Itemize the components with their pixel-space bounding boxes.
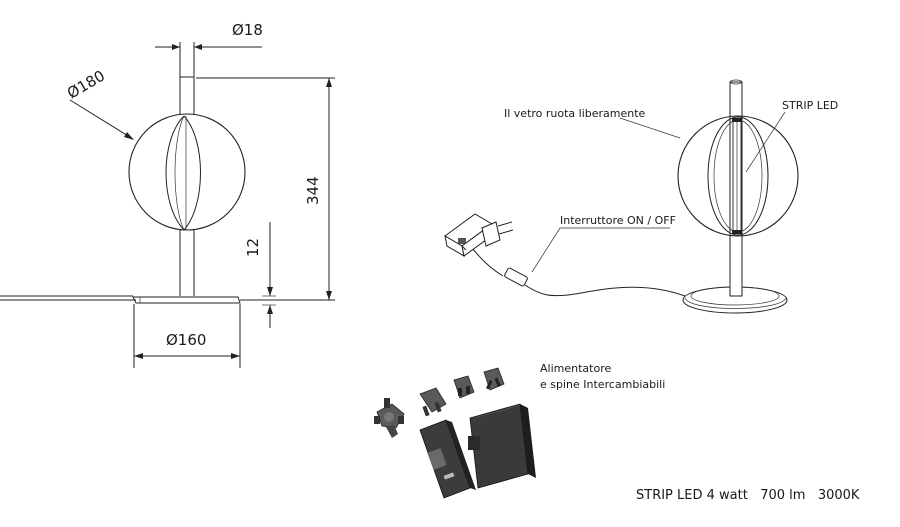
dimension-lines <box>69 44 335 368</box>
eu-plug-icon <box>419 387 447 417</box>
power-adapter-icon <box>419 419 476 499</box>
uk-plug-icon <box>374 398 405 438</box>
sphere-diameter-label: Ø180 <box>64 67 108 103</box>
power-supply-label-line1: Alimentatore <box>540 362 611 375</box>
au-plug-icon <box>483 367 505 391</box>
front-elevation-view <box>0 42 246 304</box>
led-spec-text: STRIP LED 4 watt 700 lm 3000K <box>636 488 860 503</box>
base-height-label: 12 <box>244 238 262 257</box>
power-adapter-back-icon <box>468 403 536 489</box>
power-supply-label-line2: e spine Intercambiabili <box>540 378 665 391</box>
pole-diameter-label: Ø18 <box>232 21 263 39</box>
power-supply-set <box>374 367 536 499</box>
strip-led-label: STRIP LED <box>782 99 838 112</box>
glass-rotates-label: Il vetro ruota liberamente <box>504 107 646 120</box>
callout-labels: Il vetro ruota liberamente STRIP LED Int… <box>504 99 838 227</box>
plug-adapter-drawing <box>444 213 514 257</box>
base-diameter-label: Ø160 <box>166 331 206 349</box>
total-height-label: 344 <box>304 176 322 205</box>
switch-label: Interruttore ON / OFF <box>560 214 676 227</box>
power-supply-caption: Alimentatore e spine Intercambiabili <box>540 362 665 391</box>
perspective-view <box>444 79 799 314</box>
us-plug-icon <box>453 375 475 399</box>
